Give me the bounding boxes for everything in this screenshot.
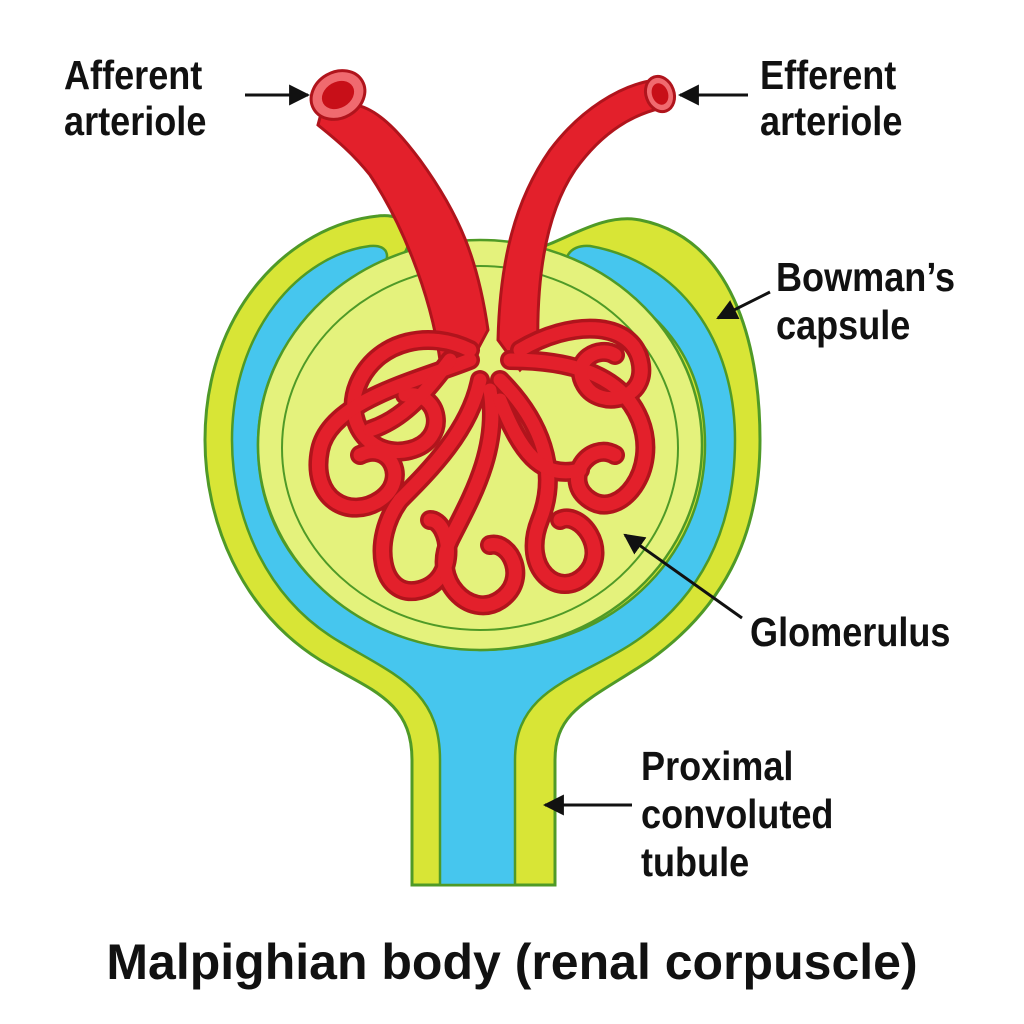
bowman-label-line-2: capsule xyxy=(776,302,911,348)
afferent-label-line-2: arteriole xyxy=(64,98,207,144)
inner-boundary xyxy=(281,265,679,631)
afferent-arteriole-label: Afferent arteriole xyxy=(64,52,206,144)
bowman-label-line-1: Bowman’s xyxy=(776,254,956,300)
bowmans-capsule-label: Bowman’s capsule xyxy=(776,253,955,349)
efferent-arteriole-label: Efferent arteriole xyxy=(760,52,902,144)
glomerulus-label-line-1: Glomerulus xyxy=(750,609,951,655)
glomerulus xyxy=(308,318,656,616)
arterioles xyxy=(309,69,677,373)
pct-label-line-1: Proximal xyxy=(641,743,794,789)
efferent-label-line-1: Efferent xyxy=(760,52,897,98)
efferent-lumen-inner xyxy=(651,83,669,105)
pct-label-line-3: tubule xyxy=(641,839,750,885)
bowman-arrow xyxy=(716,290,771,320)
proximal-convoluted-tubule-label: Proximal convoluted tubule xyxy=(641,742,833,886)
diagram-caption: Malpighian body (renal corpuscle) xyxy=(106,934,918,990)
pointer-arrows xyxy=(245,84,771,816)
afferent-lumen-inner xyxy=(321,80,355,110)
afferent-label-line-1: Afferent xyxy=(64,52,203,98)
pct-label-line-2: convoluted xyxy=(641,791,834,837)
glomerulus-arrow xyxy=(623,533,743,620)
afferent-arteriole xyxy=(316,102,490,362)
efferent-label-line-2: arteriole xyxy=(760,98,903,144)
glomerulus-label: Glomerulus xyxy=(750,608,950,656)
